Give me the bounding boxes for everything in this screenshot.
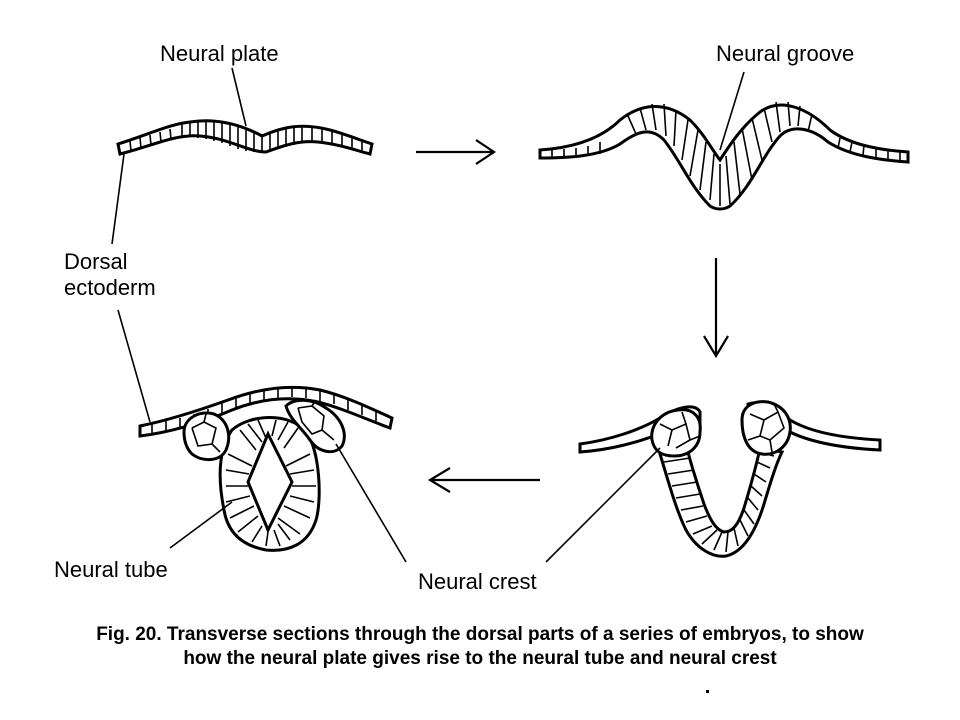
neural-plate-ectoderm — [116, 119, 374, 156]
neural-groove-cell-stripes — [551, 101, 901, 206]
figure-caption-line1: Fig. 20. Transverse sections through the… — [96, 624, 864, 645]
neural-plate-cell-stripes — [129, 122, 363, 153]
neural-plate-leader — [231, 67, 247, 127]
label-neural-tube: Neural tube — [54, 557, 168, 582]
neural-crest-leader-right — [545, 447, 661, 563]
label-neural-plate: Neural plate — [160, 41, 279, 66]
label-dorsal-ectoderm-line1: Dorsal — [64, 249, 128, 274]
stage-neural-folds — [578, 400, 882, 558]
figure-caption-line2: how the neural plate gives rise to the n… — [183, 648, 777, 669]
neural-tube-ectoderm — [138, 385, 394, 438]
arrow-left — [427, 467, 540, 493]
stage-neural-tube — [138, 385, 394, 552]
neural-tube-wall — [218, 416, 321, 552]
neural-tube-cell-stripes — [225, 419, 316, 547]
speck — [706, 690, 709, 693]
stage-neural-groove — [538, 101, 910, 211]
neural-crest-leader-left — [335, 443, 407, 563]
neural-crest-final-cells — [191, 399, 335, 453]
neural-crest-right-final — [284, 398, 346, 454]
neural-crest-cells — [659, 403, 785, 453]
neural-folds-tube-wall — [658, 446, 785, 558]
stage-neural-plate — [116, 119, 374, 156]
neural-groove-leader — [719, 71, 745, 151]
label-neural-groove: Neural groove — [716, 41, 855, 66]
neural-groove-ectoderm — [538, 103, 910, 211]
neural-crest-left — [650, 408, 702, 458]
leader-lines — [111, 67, 745, 563]
arrow-down — [703, 258, 729, 359]
dorsal-ectoderm-leader-bottom — [117, 309, 151, 423]
label-dorsal-ectoderm-line2: ectoderm — [64, 275, 156, 300]
dorsal-ectoderm-leader-top — [111, 153, 125, 245]
label-neural-crest: Neural crest — [418, 569, 537, 594]
neural-tube-leader — [169, 501, 233, 549]
arrow-right — [416, 139, 496, 165]
neural-crest-left-final — [182, 411, 231, 461]
neural-folds-cell-stripes — [663, 451, 775, 553]
